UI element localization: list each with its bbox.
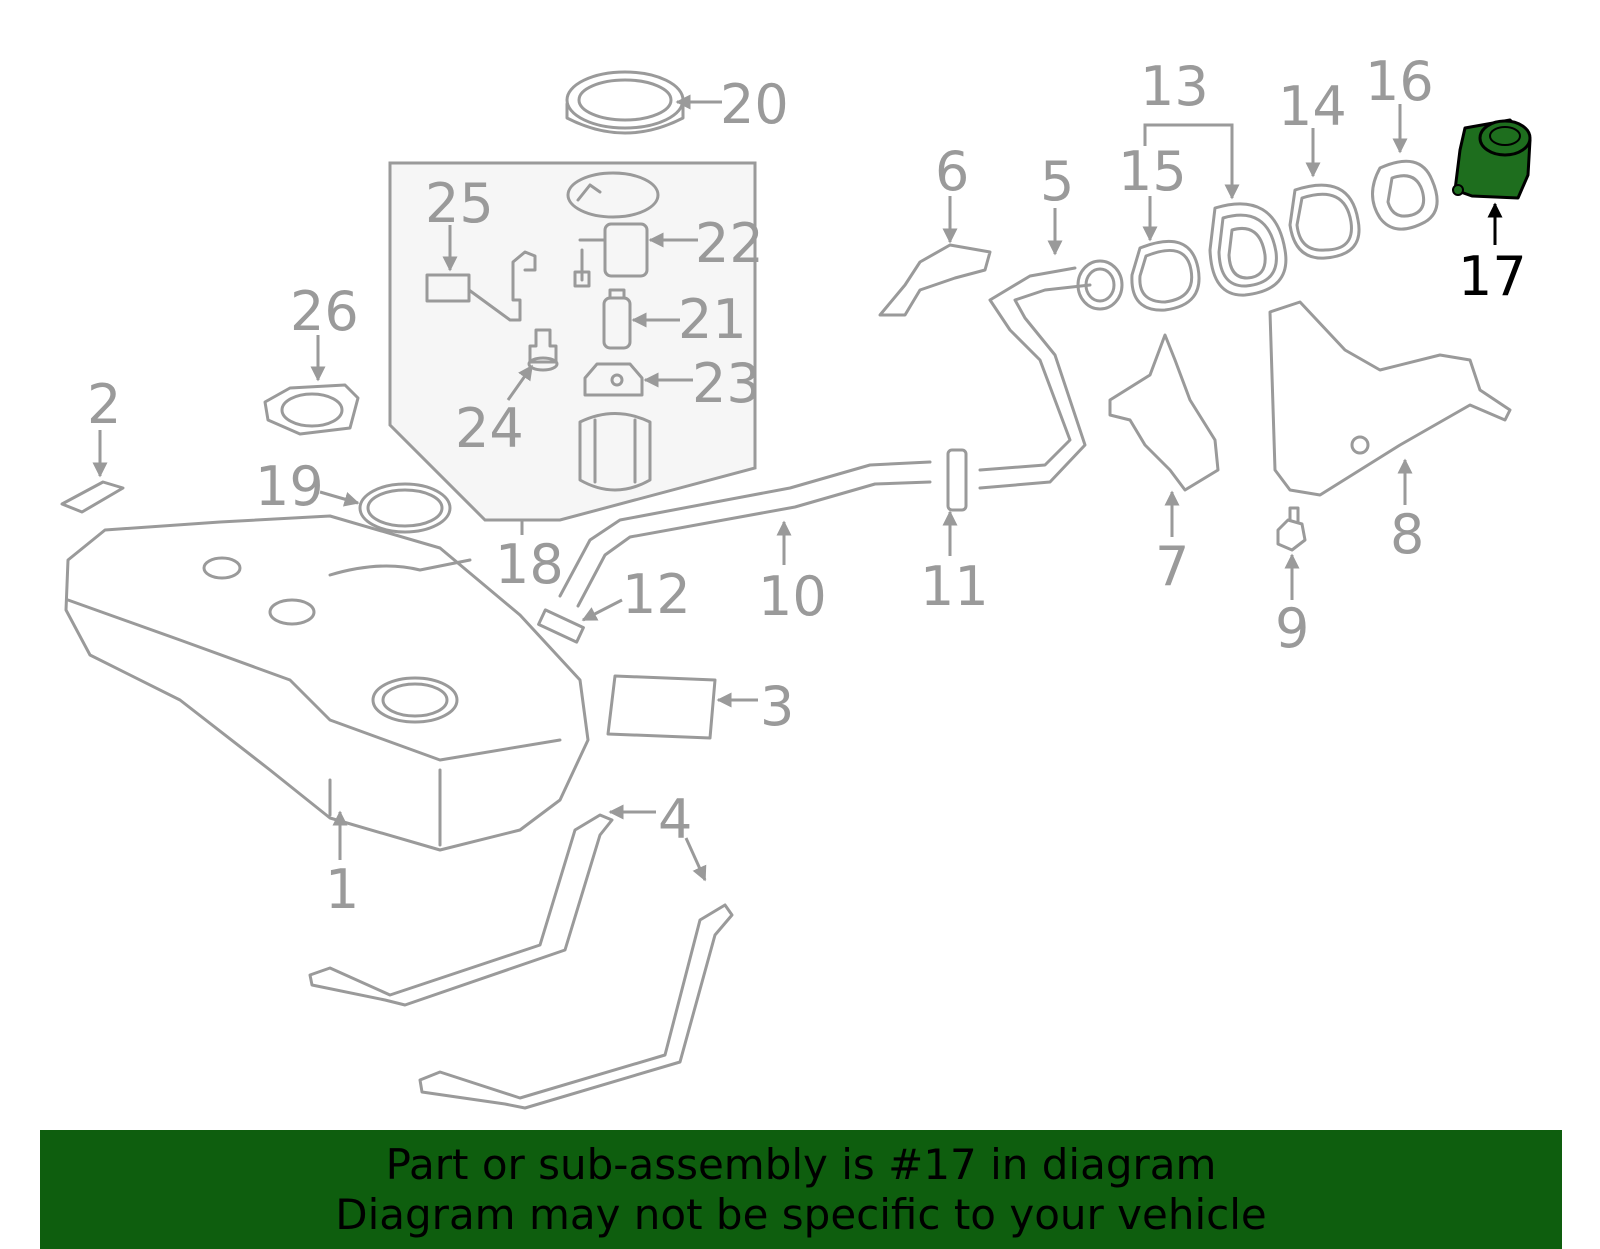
- callout-7: 7: [1155, 535, 1189, 598]
- part-8-grommet: [1350, 435, 1370, 455]
- part-4-tank-straps[interactable]: [308, 813, 734, 1110]
- callout-8: 8: [1390, 503, 1424, 566]
- callout-26: 26: [290, 280, 359, 343]
- banner-line-2: Diagram may not be specific to your vehi…: [335, 1190, 1267, 1239]
- part-16-housing[interactable]: [1371, 159, 1439, 231]
- part-26-plate[interactable]: [263, 383, 360, 436]
- part-24-valve[interactable]: [527, 328, 559, 372]
- callout-10: 10: [758, 565, 827, 628]
- part-19-gasket[interactable]: [358, 482, 452, 534]
- info-banner: Part or sub-assembly is #17 in diagram D…: [40, 1130, 1562, 1249]
- part-25-level-sender[interactable]: [425, 250, 537, 322]
- part-23-bracket[interactable]: [583, 362, 644, 397]
- callout-21: 21: [678, 288, 747, 351]
- part-2-pad[interactable]: [60, 480, 125, 514]
- callout-19: 19: [255, 455, 324, 518]
- callout-13: 13: [1140, 55, 1209, 118]
- part-15-gasket[interactable]: [1130, 239, 1201, 312]
- callout-6: 6: [935, 140, 969, 203]
- callout-23: 23: [692, 352, 761, 415]
- part-6-bracket[interactable]: [878, 243, 992, 317]
- part-14-gasket[interactable]: [1288, 183, 1361, 260]
- banner-line-1: Part or sub-assembly is #17 in diagram: [385, 1140, 1217, 1189]
- part-10-tube[interactable]: [558, 460, 932, 608]
- callout-3: 3: [760, 675, 794, 738]
- part-22-pump-module[interactable]: [566, 171, 660, 288]
- part-11-connector[interactable]: [946, 448, 968, 512]
- callout-20: 20: [720, 73, 789, 136]
- callout-22: 22: [695, 212, 764, 275]
- callout-9: 9: [1275, 597, 1309, 660]
- callout-5: 5: [1040, 150, 1074, 213]
- part-21-fuel-filter[interactable]: [602, 288, 632, 350]
- part-8-protector[interactable]: [1268, 300, 1512, 497]
- callout-numbers: 20 25 22 21 23 24 26 2 19 18 1 3 4 12 10…: [87, 50, 1527, 921]
- part-17-fuel-cap[interactable]: [1452, 118, 1532, 200]
- callout-11: 11: [920, 555, 989, 618]
- leader-lines: [92, 94, 1503, 882]
- callout-25: 25: [425, 172, 494, 235]
- part-7-bracket[interactable]: [1108, 333, 1220, 492]
- callout-15: 15: [1118, 140, 1187, 203]
- part-20-lock-ring[interactable]: [565, 70, 685, 135]
- part-1-fuel-tank[interactable]: [64, 514, 590, 852]
- pump-reservoir: [578, 412, 652, 492]
- callout-17: 17: [1458, 245, 1527, 308]
- callout-14: 14: [1278, 75, 1347, 138]
- callout-1: 1: [325, 858, 359, 921]
- part-5-filler-pipe[interactable]: [978, 259, 1124, 490]
- part-12-clip[interactable]: [537, 608, 585, 644]
- callout-4: 4: [658, 788, 692, 851]
- callout-16: 16: [1365, 50, 1434, 113]
- part-9-bolt[interactable]: [1276, 506, 1307, 552]
- callout-2: 2: [87, 373, 121, 436]
- pump-assembly-box: [388, 161, 757, 522]
- callout-12: 12: [622, 563, 691, 626]
- callout-18: 18: [495, 533, 564, 596]
- callout-24: 24: [455, 397, 524, 460]
- part-13-seal[interactable]: [1208, 202, 1288, 297]
- part-3-panel[interactable]: [606, 674, 717, 740]
